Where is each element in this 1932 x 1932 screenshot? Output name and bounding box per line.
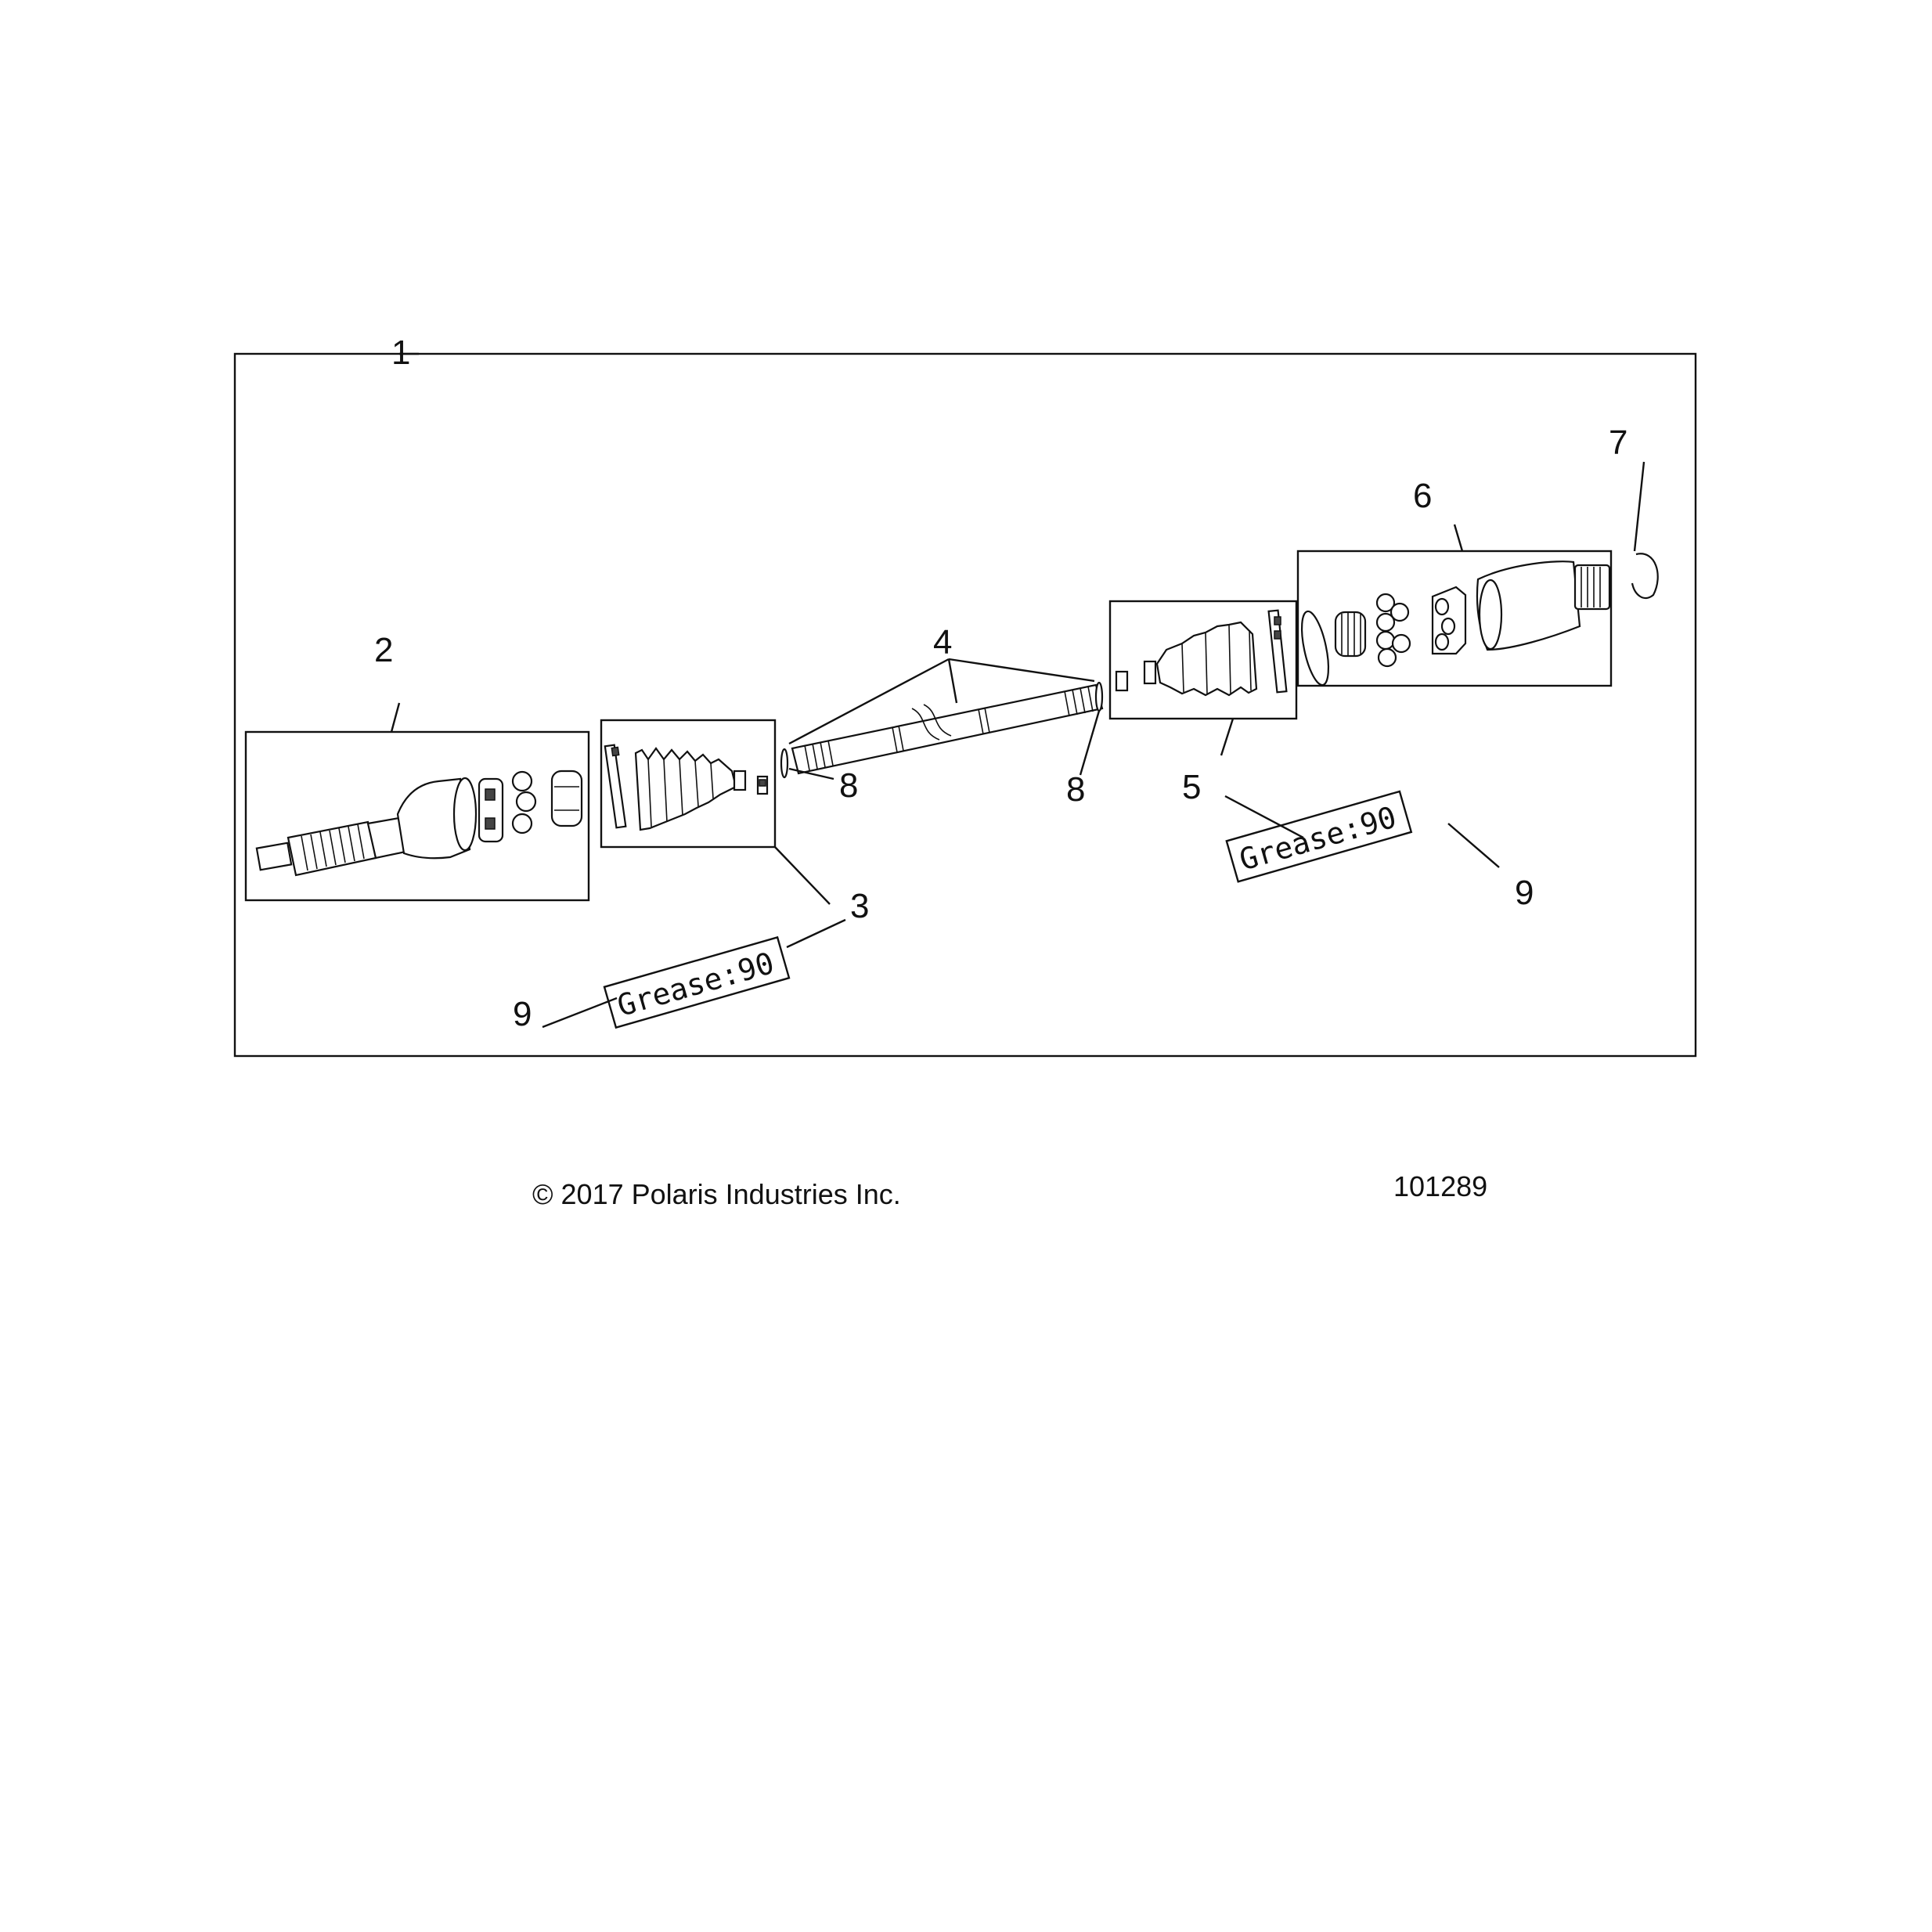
boot-kit-right-group — [1108, 600, 1298, 720]
grease-packet-right: Grease:90 — [1225, 790, 1413, 883]
callout-2: 2 — [374, 631, 393, 669]
grease-packet-left: Grease:90 — [603, 935, 791, 1029]
copyright-text: © 2017 Polaris Industries Inc. — [532, 1178, 901, 1210]
callout-4: 4 — [933, 623, 952, 661]
callout-6: 6 — [1413, 477, 1432, 515]
grease-label-left: Grease:90 — [614, 946, 778, 1023]
callout-8-right: 8 — [1066, 770, 1085, 809]
callout-3: 3 — [850, 887, 869, 925]
inner-cv-joint-group — [1296, 550, 1613, 687]
figure-number: 101289 — [1393, 1170, 1487, 1202]
assembly-frame — [233, 352, 1697, 1058]
callout-5: 5 — [1182, 768, 1201, 806]
callout-9-right: 9 — [1515, 874, 1534, 912]
snap-ring — [1631, 553, 1659, 600]
callout-7: 7 — [1609, 424, 1627, 462]
grease-label-right: Grease:90 — [1235, 800, 1400, 878]
boot-kit-left-group — [600, 719, 777, 849]
leader-lines — [390, 461, 1645, 1029]
axle-shaft — [780, 681, 1104, 779]
callout-8-left: 8 — [839, 766, 858, 805]
outer-cv-joint-group — [244, 730, 590, 902]
callout-1: 1 — [391, 333, 410, 372]
callout-9-left: 9 — [513, 995, 532, 1033]
